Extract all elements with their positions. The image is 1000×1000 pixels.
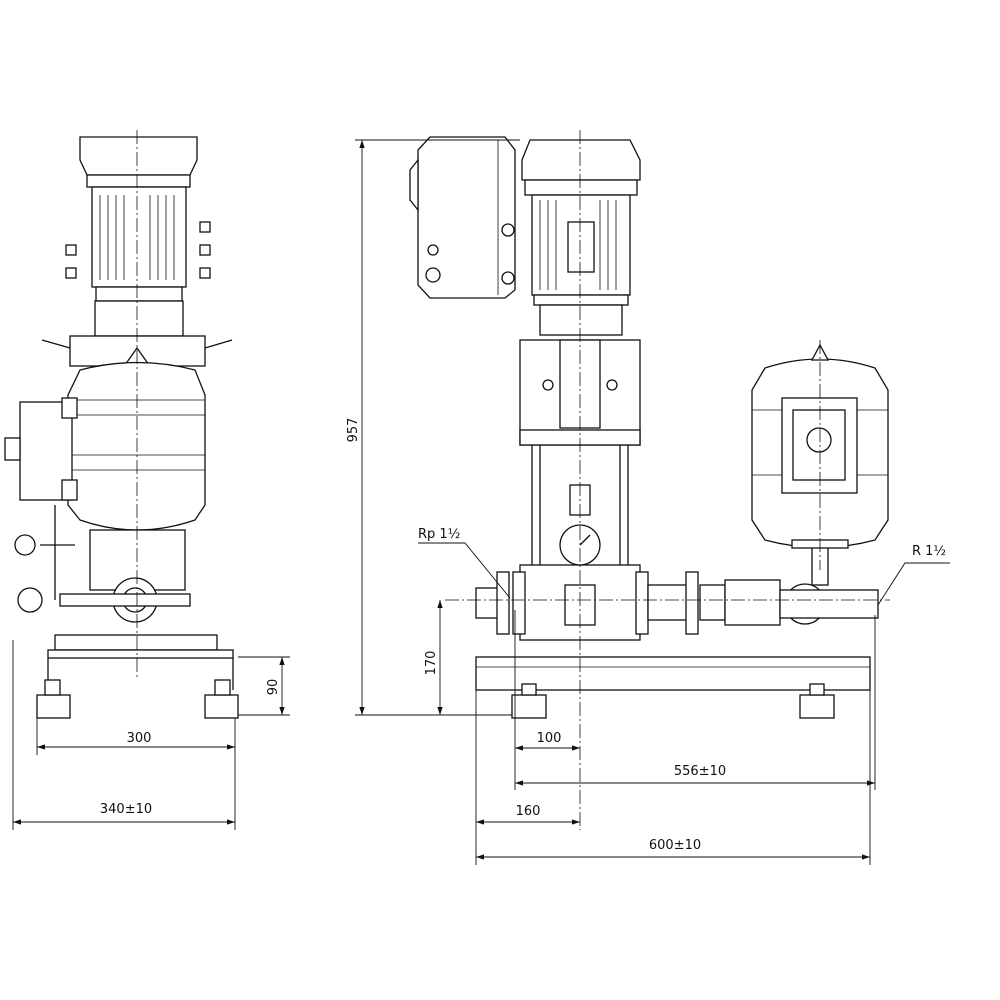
dimension-lines bbox=[12, 139, 950, 865]
dim-feet-spacing: 300 bbox=[127, 731, 152, 746]
inlet-connection-label: Rp 1½ bbox=[418, 527, 460, 542]
dim-axis-offset: 160 bbox=[516, 804, 541, 819]
dim-depth-total: 340±10 bbox=[100, 802, 152, 817]
control-box bbox=[409, 136, 516, 299]
base-frame bbox=[475, 656, 871, 691]
dim-pipe-offset: 100 bbox=[537, 731, 562, 746]
dim-height-total: 957 bbox=[346, 418, 361, 443]
dim-pipe-length: 556±10 bbox=[674, 764, 726, 779]
motor bbox=[501, 139, 641, 336]
front-view bbox=[409, 130, 890, 830]
dimension-labels: 957 170 90 300 340±10 100 556±10 160 600… bbox=[100, 418, 946, 853]
dim-foot-height: 90 bbox=[266, 679, 281, 696]
dim-width-total: 600±10 bbox=[649, 838, 701, 853]
motor-side bbox=[65, 136, 211, 337]
pressure-tank-side bbox=[67, 361, 206, 531]
outlet-connection-label: R 1½ bbox=[912, 544, 946, 559]
side-view bbox=[4, 130, 239, 719]
dim-pipe-height: 170 bbox=[424, 651, 439, 676]
